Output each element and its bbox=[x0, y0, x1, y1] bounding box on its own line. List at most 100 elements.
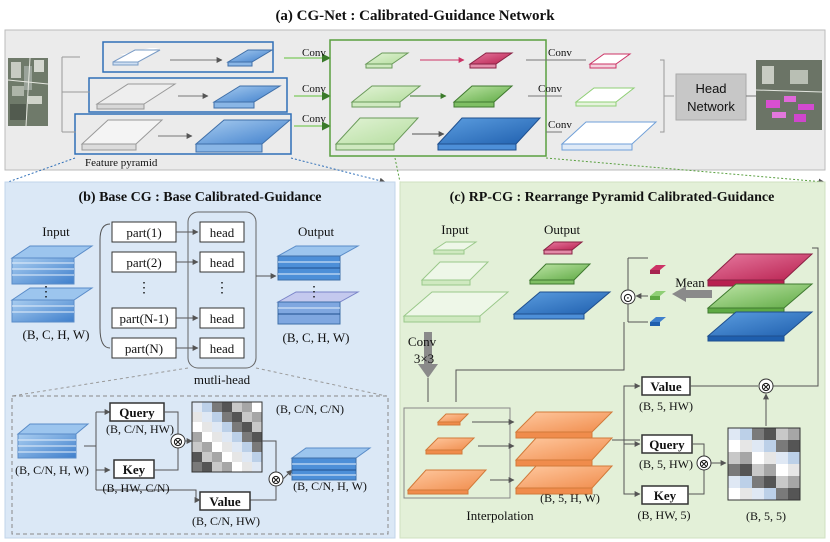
attention-cell bbox=[788, 440, 800, 452]
attention-cell bbox=[252, 402, 262, 412]
rp-output-pyramid bbox=[512, 241, 612, 320]
attention-cell bbox=[212, 462, 222, 472]
attention-cell bbox=[728, 476, 740, 488]
rp-odot: ⊙ bbox=[623, 290, 634, 305]
attention-cell bbox=[252, 452, 262, 462]
attention-cell bbox=[764, 428, 776, 440]
attention-cell bbox=[232, 452, 242, 462]
base-cg-title: (b) Base CG : Base Calibrated-Guidance bbox=[78, 190, 321, 205]
attention-cell bbox=[192, 432, 202, 442]
rp-interpolation-label: Interpolation bbox=[466, 508, 534, 523]
attention-cell bbox=[192, 402, 202, 412]
rp-attention-stack bbox=[706, 253, 814, 342]
attention-cell bbox=[202, 462, 212, 472]
head-network-box bbox=[675, 73, 747, 121]
attention-cell bbox=[776, 440, 788, 452]
rp-cg-title: (c) RP-CG : Rearrange Pyramid Calibrated… bbox=[450, 190, 775, 205]
rp-input-label: Input bbox=[441, 222, 469, 237]
attention-cell bbox=[202, 442, 212, 452]
detail-value-dims: (B, C/N, HW) bbox=[192, 514, 260, 528]
attention-cell bbox=[242, 452, 252, 462]
attention-cell bbox=[232, 462, 242, 472]
attention-cell bbox=[788, 476, 800, 488]
head-box-2 bbox=[199, 251, 245, 273]
attention-cell bbox=[192, 442, 202, 452]
attention-cell bbox=[232, 422, 242, 432]
conv-label-out-3: Conv bbox=[548, 47, 572, 59]
rp-key-dims: (B, HW, 5) bbox=[638, 508, 691, 522]
attention-cell bbox=[222, 422, 232, 432]
detail-key-label: Key bbox=[123, 462, 146, 477]
attention-cell bbox=[728, 488, 740, 500]
attention-cell bbox=[232, 412, 242, 422]
rp-input-pyramid bbox=[402, 241, 510, 323]
attention-cell bbox=[202, 402, 212, 412]
conv-label-3: Conv bbox=[302, 47, 326, 59]
attention-cell bbox=[222, 462, 232, 472]
base-output-vdots: ⋮ bbox=[307, 285, 321, 300]
rp-otimes-2: ⊗ bbox=[761, 379, 772, 394]
detail-input-stack bbox=[16, 423, 90, 459]
attention-cell bbox=[776, 464, 788, 476]
attention-cell bbox=[752, 476, 764, 488]
base-output-label: Output bbox=[298, 224, 335, 239]
attention-cell bbox=[764, 440, 776, 452]
rp-output-label: Output bbox=[544, 222, 581, 237]
attention-cell bbox=[740, 452, 752, 464]
satellite-input-image bbox=[7, 57, 49, 127]
attention-cell bbox=[764, 488, 776, 500]
base-input-vdots: ⋮ bbox=[39, 285, 53, 300]
attention-cell bbox=[222, 442, 232, 452]
conv-label-out-1: Conv bbox=[548, 119, 572, 131]
head-label-1: head bbox=[210, 225, 235, 240]
part-label-n-1: part(N-1) bbox=[119, 311, 168, 326]
base-input-dims: (B, C, H, W) bbox=[23, 327, 90, 342]
detail-query-label: Query bbox=[119, 405, 155, 420]
conv-down-arrow-icon bbox=[418, 332, 438, 378]
attention-cell bbox=[776, 476, 788, 488]
rp-mean-label: Mean bbox=[675, 275, 705, 290]
rp-interp-dims: (B, 5, H, W) bbox=[540, 491, 600, 505]
attention-cell bbox=[212, 442, 222, 452]
part-label-n: part(N) bbox=[125, 341, 163, 356]
rp-key-box bbox=[641, 485, 689, 505]
head-label-n-1: head bbox=[210, 311, 235, 326]
attention-cell bbox=[752, 488, 764, 500]
detail-query-dims: (B, C/N, HW) bbox=[106, 422, 174, 436]
attention-cell bbox=[222, 412, 232, 422]
detail-output-stack bbox=[290, 447, 372, 481]
pyramid-level-1-box bbox=[74, 113, 292, 155]
feature-pyramid-label: Feature pyramid bbox=[85, 157, 158, 169]
attention-cell bbox=[728, 464, 740, 476]
attention-cell bbox=[222, 452, 232, 462]
attention-cell bbox=[232, 442, 242, 452]
head-network-label-2: Network bbox=[687, 99, 735, 114]
conv-label-out-2: Conv bbox=[538, 83, 562, 95]
base-output-stack bbox=[276, 245, 360, 325]
head-box-n bbox=[199, 337, 245, 359]
attention-cell bbox=[212, 422, 222, 432]
detail-output-dims: (B, C/N, H, W) bbox=[293, 479, 367, 493]
attention-cell bbox=[242, 402, 252, 412]
attention-cell bbox=[202, 452, 212, 462]
rp-interp-stack bbox=[514, 411, 614, 495]
head-box-n-1 bbox=[199, 307, 245, 329]
attention-cell bbox=[192, 422, 202, 432]
rp-mean-cubes bbox=[650, 265, 666, 326]
attention-cell bbox=[192, 412, 202, 422]
attention-cell bbox=[752, 464, 764, 476]
attention-cell bbox=[740, 476, 752, 488]
attention-cell bbox=[728, 440, 740, 452]
attention-cell bbox=[252, 432, 262, 442]
attention-cell bbox=[212, 402, 222, 412]
rp-key-label: Key bbox=[654, 488, 677, 503]
detail-key-dims: (B, HW, C/N) bbox=[103, 481, 170, 495]
head-label-2: head bbox=[210, 255, 235, 270]
top-title: (a) CG-Net : Calibrated-Guidance Network bbox=[275, 8, 555, 24]
attention-cell bbox=[212, 412, 222, 422]
attention-cell bbox=[752, 428, 764, 440]
attention-cell bbox=[252, 442, 262, 452]
heads-column: head head ⋮ head head bbox=[199, 221, 245, 359]
pyramid-level-2-box bbox=[88, 77, 288, 113]
